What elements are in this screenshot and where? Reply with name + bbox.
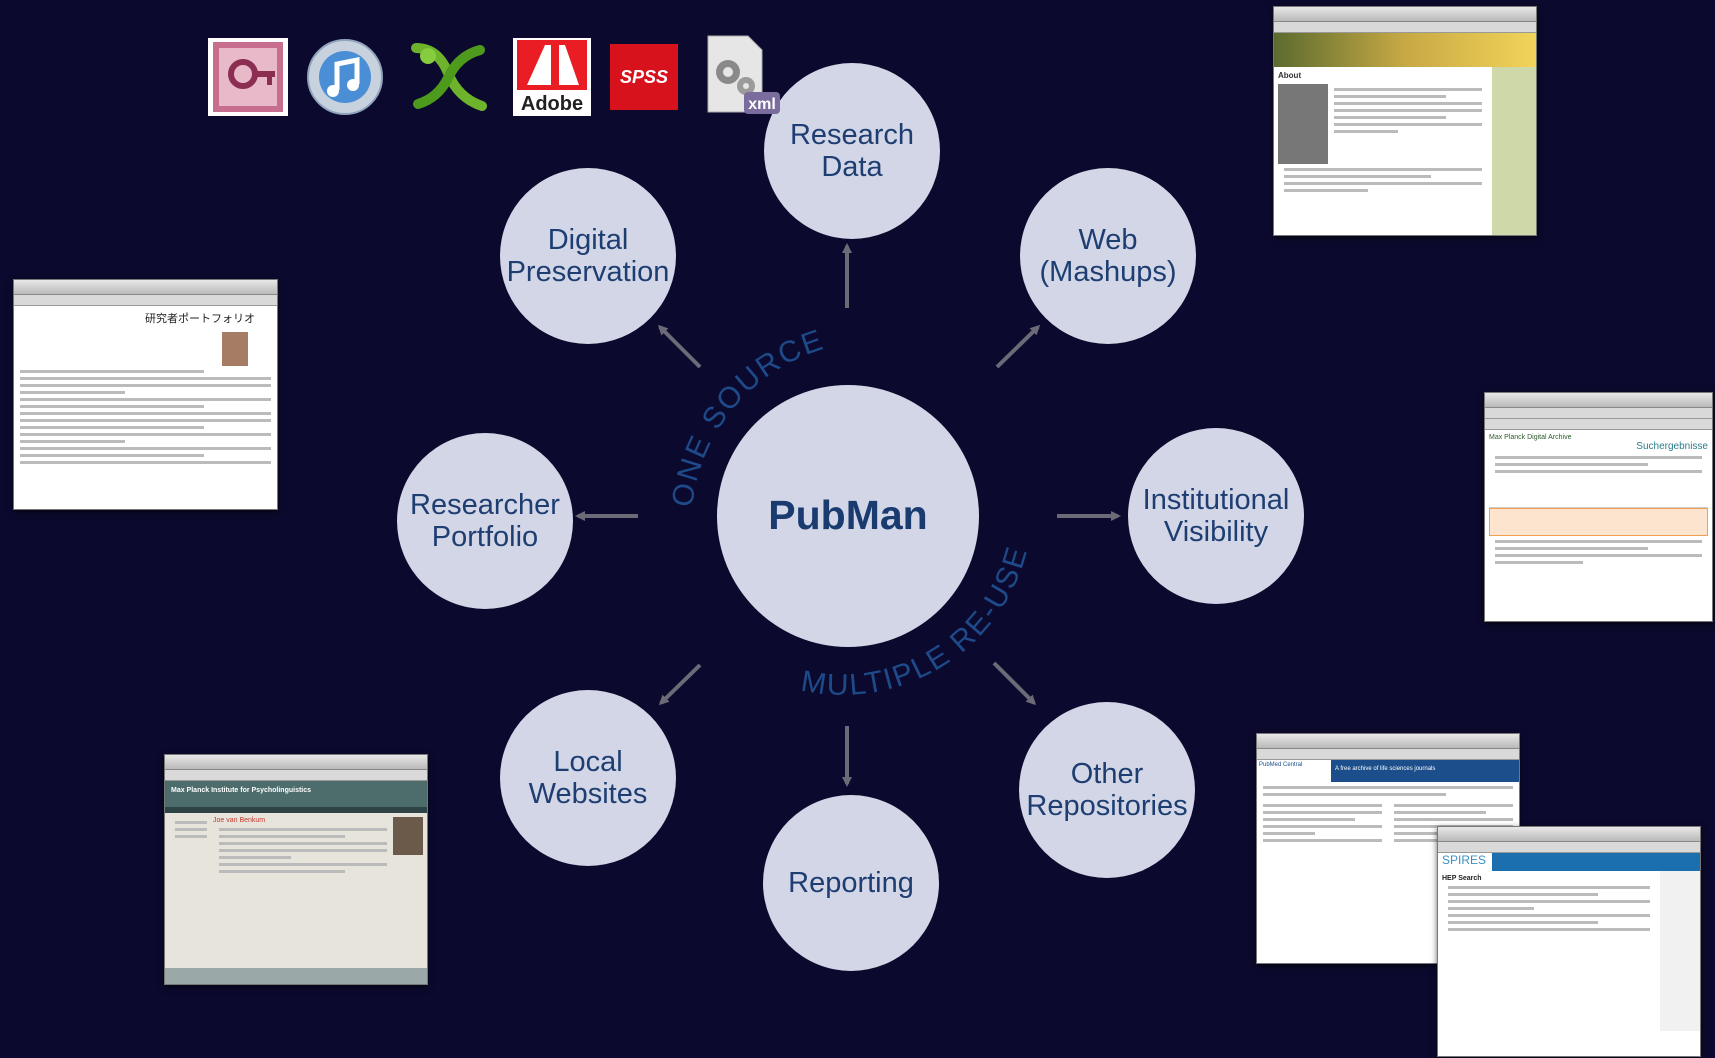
node-institutional-visibility: Institutional Visibility: [1128, 428, 1304, 604]
arrow-web-mashups: [995, 324, 1041, 369]
node-other-repositories-label: Other Repositories: [1026, 757, 1188, 822]
node-institutional-visibility-label: Institutional Visibility: [1142, 483, 1290, 548]
about-heading: About: [1278, 71, 1302, 80]
search-results-label: Suchergebnisse: [1636, 441, 1708, 452]
screenshot-researcher-portfolio: 研究者ポートフォリオ: [13, 279, 278, 510]
arrow-local-websites: [658, 663, 702, 706]
node-reporting: Reporting: [763, 795, 939, 971]
spires-brand: SPIRES: [1442, 853, 1487, 867]
access-key-icon: [208, 38, 288, 116]
node-other-repositories: Other Repositories: [1019, 702, 1195, 878]
arrow-other-repositories: [992, 661, 1037, 706]
pubman-label: PubMan: [768, 492, 928, 539]
xara-icon: [408, 38, 488, 116]
node-digital-preservation-label: Digital Preservation: [506, 223, 670, 288]
screenshot-about-page: About: [1273, 6, 1537, 236]
pmc-tagline: A free archive of life sciences journals: [1331, 760, 1519, 782]
itunes-icon: [305, 38, 385, 116]
node-web-mashups-label: Web (Mashups): [1039, 223, 1177, 288]
adobe-icon: Adobe: [513, 38, 591, 116]
pubman-center-node: PubMan: [717, 385, 979, 647]
xml-label: xml: [748, 96, 776, 113]
node-local-websites: Local Websites: [500, 690, 676, 866]
mpi-person-name: Joe van Benkum: [213, 817, 266, 824]
screenshot-spires: SPIRES HEP Search: [1437, 826, 1701, 1057]
spss-label: SPSS: [619, 66, 669, 87]
spss-icon: SPSS: [610, 44, 678, 110]
node-local-websites-label: Local Websites: [528, 745, 648, 810]
adobe-label: Adobe: [521, 93, 583, 114]
node-research-data-label: Research Data: [789, 118, 915, 183]
portfolio-heading: 研究者ポートフォリオ: [145, 313, 255, 325]
mpi-banner: Max Planck Institute for Psycholinguisti…: [171, 787, 312, 794]
pmc-brand: PubMed Central: [1259, 762, 1303, 768]
spires-title: HEP Search: [1442, 875, 1482, 882]
node-research-data: Research Data: [764, 63, 940, 239]
node-digital-preservation: Digital Preservation: [500, 168, 676, 344]
node-researcher-portfolio: Researcher Portfolio: [397, 433, 573, 609]
node-web-mashups: Web (Mashups): [1020, 168, 1196, 344]
node-researcher-portfolio-label: Researcher Portfolio: [410, 488, 560, 553]
search-archive-label: Max Planck Digital Archive: [1489, 434, 1572, 441]
xml-gears-icon: xml: [700, 35, 780, 114]
node-reporting-label: Reporting: [788, 866, 914, 899]
screenshot-local-website: Max Planck Institute for Psycholinguisti…: [164, 754, 428, 985]
arrow-digital-preservation: [657, 324, 702, 369]
screenshot-search-results: Max Planck Digital Archive Suchergebniss…: [1484, 392, 1713, 622]
